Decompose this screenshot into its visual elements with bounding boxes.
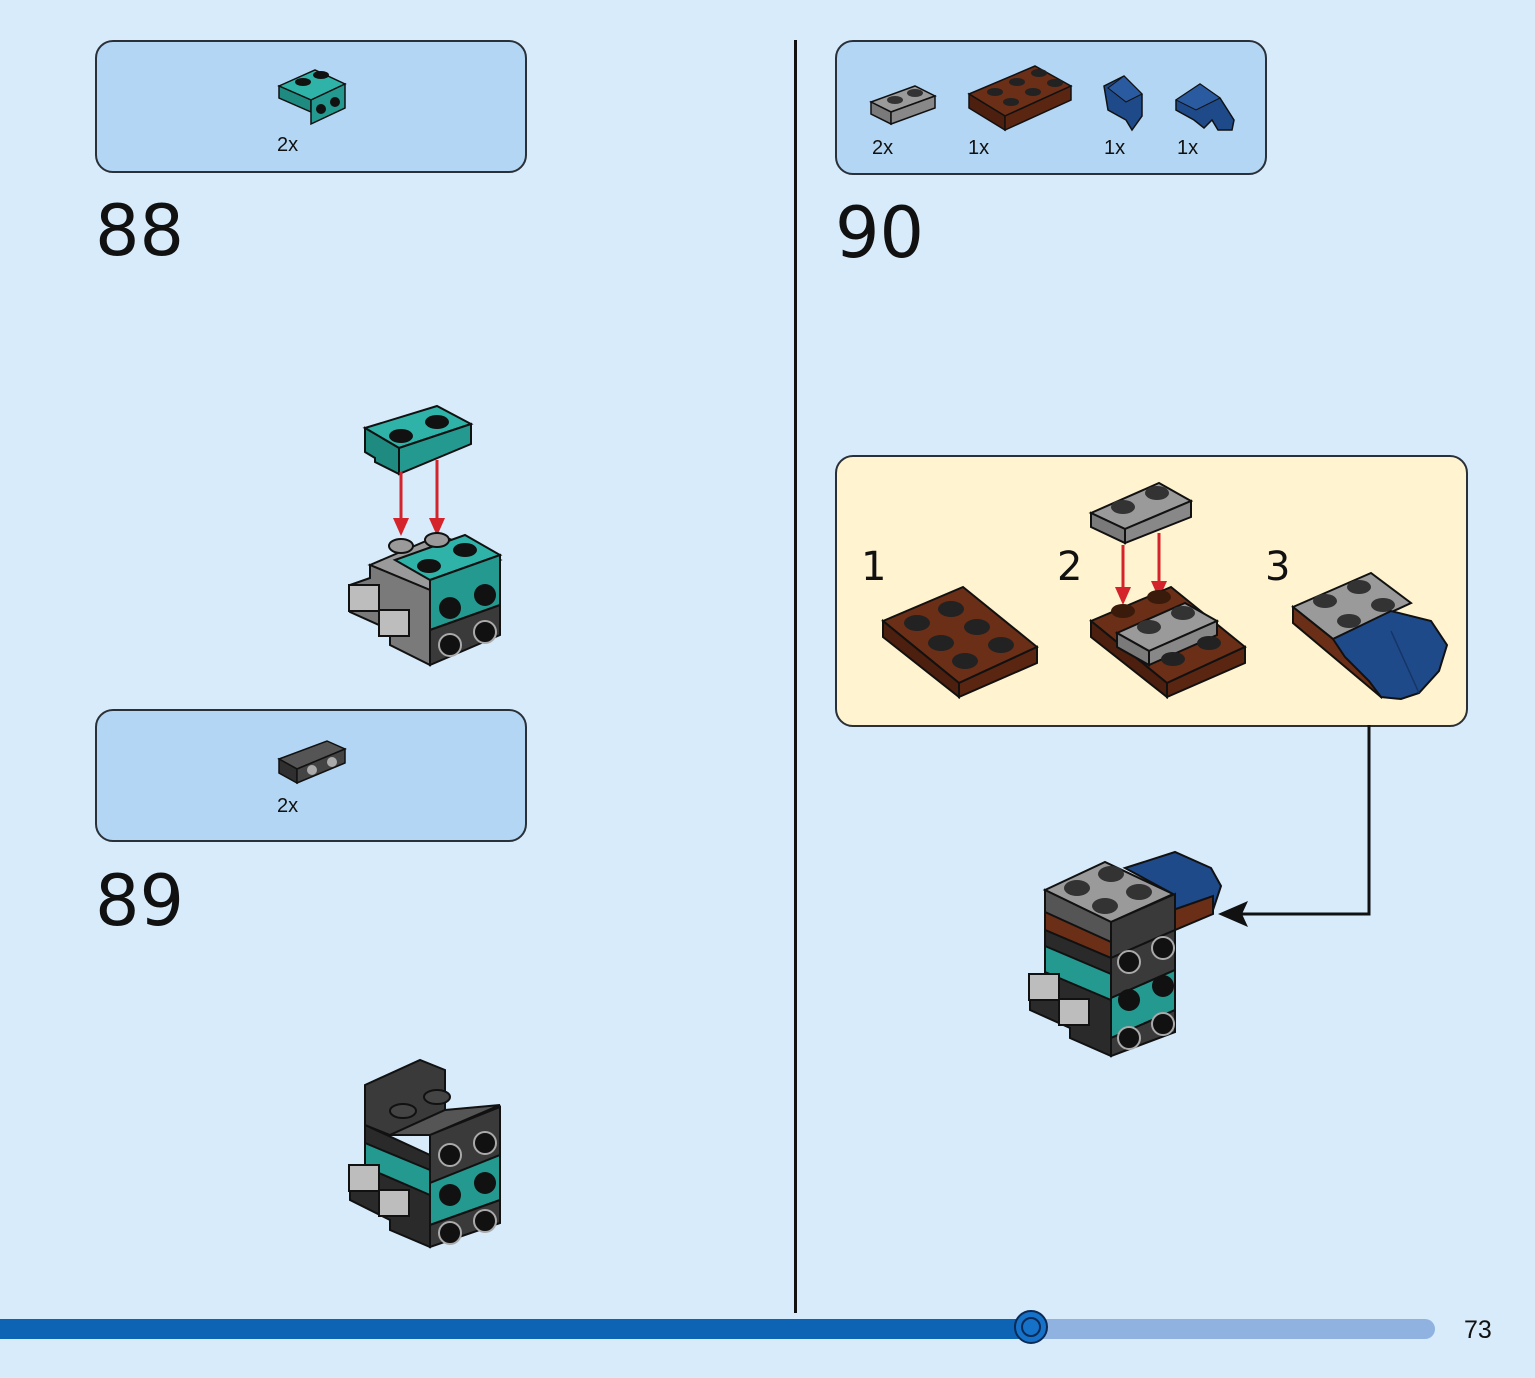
step-number: 88 [95, 190, 185, 272]
substep-1-brown-plate [881, 585, 1039, 700]
sub-assembly-box: 1 2 3 [835, 455, 1468, 727]
teal-bracket-part-icon [277, 69, 347, 126]
page-divider [794, 40, 797, 1313]
part-quantity: 1x [968, 137, 990, 159]
step-number: 90 [835, 192, 925, 274]
substep-number: 3 [1265, 544, 1291, 590]
step-90-build-illustration [1028, 850, 1223, 1058]
parts-list-step-88: 2x [95, 40, 527, 173]
part-quantity: 1x [1104, 137, 1126, 159]
progress-knob [1014, 1310, 1048, 1344]
part-quantity: 2x [872, 137, 894, 159]
grey-plate-part-icon [869, 85, 937, 126]
step-88-build-illustration [348, 404, 503, 667]
part-quantity: 1x [1177, 137, 1199, 159]
progress-fill [0, 1319, 1033, 1339]
substep-number: 1 [861, 544, 887, 590]
step-89-build-illustration [348, 1058, 501, 1249]
parts-list-step-89: 2x [95, 709, 527, 842]
step-number: 89 [95, 860, 185, 942]
part-quantity: 2x [277, 134, 299, 156]
substep-3-assembly [1291, 571, 1449, 701]
parts-list-step-90: 2x 1x 1x 1x [835, 40, 1267, 175]
clip-plate-part-icon [277, 740, 347, 785]
page-number: 73 [1464, 1316, 1492, 1344]
blue-wedge-right-part-icon [1103, 75, 1143, 132]
callout-arrow [1218, 725, 1371, 927]
blue-wedge-left-part-icon [1175, 83, 1235, 131]
substep-number: 2 [1057, 544, 1083, 590]
substep-2-assembly [1088, 481, 1247, 700]
brown-plate-part-icon [967, 65, 1073, 132]
part-quantity: 2x [277, 795, 299, 817]
